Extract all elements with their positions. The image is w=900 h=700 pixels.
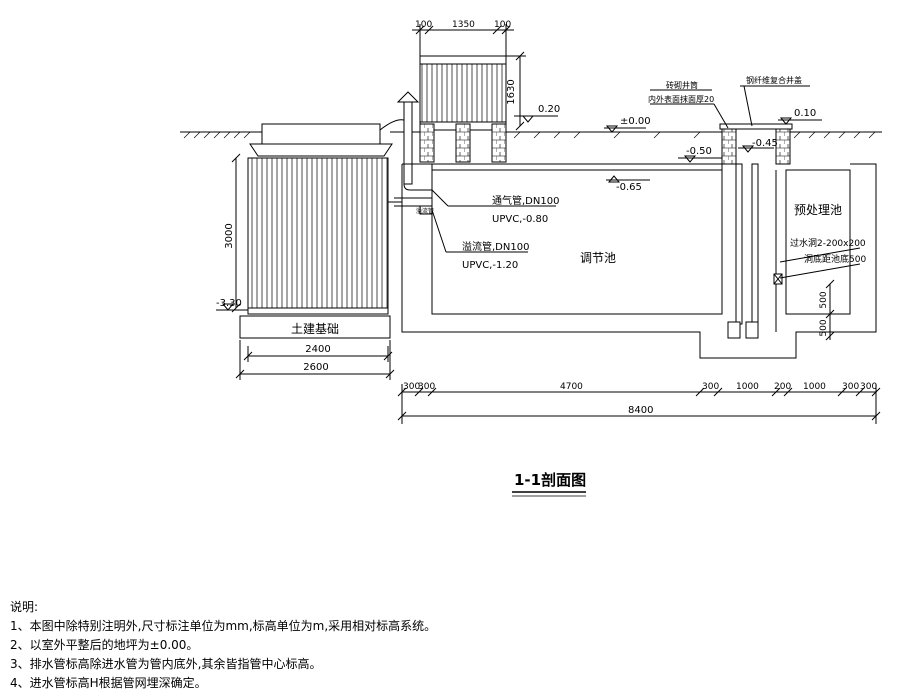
bottom-dim-1: 300: [418, 382, 435, 392]
civil-foundation-label: 土建基础: [291, 322, 339, 336]
note-item: 4、进水管标高H根据管网埋深确定。: [10, 676, 207, 690]
bottom-dim-2: 4700: [560, 382, 583, 392]
vent-pipe-label: 通气管,DN100: [492, 194, 559, 207]
top-dimension-line: [412, 24, 514, 56]
overflow-pipe-spec: UPVC,-1.20: [462, 260, 518, 271]
notes-heading: 说明:: [10, 600, 39, 614]
top-equipment: [419, 55, 507, 163]
elevation-marker-ground: ±0.00: [604, 116, 651, 133]
pump-risers: [727, 163, 759, 339]
bottom-dim-5: 200: [774, 382, 791, 392]
overflow-pipe-tag: 溢流管: [416, 207, 434, 215]
right-dim-b: 500: [819, 319, 829, 336]
svg-text:0.10: 0.10: [794, 108, 816, 119]
bottom-dim-0: 300: [403, 382, 420, 392]
bottom-dimension-chain: [397, 384, 881, 424]
section-title: 1-1剖面图: [514, 471, 586, 489]
dimension-1630: [506, 51, 526, 131]
bottom-dim-4: 1000: [736, 382, 759, 392]
dimension-3000-label: 3000: [224, 223, 235, 248]
bottom-dim-3: 300: [702, 382, 719, 392]
bottom-dim-6: 1000: [803, 382, 826, 392]
left-buried-unit: [247, 123, 393, 315]
water-hole-label: 过水洞2-200x200: [790, 237, 866, 249]
pretreatment-tank-label: 预处理池: [794, 203, 842, 217]
svg-text:-0.50: -0.50: [686, 146, 712, 157]
vent-pipe: [379, 91, 432, 207]
ground-line: [180, 131, 882, 139]
dimension-2600-label: 2600: [303, 362, 328, 373]
note-item: 2、以室外平整后的地坪为±0.00。: [10, 638, 199, 652]
hole-bottom-label: 洞底距池底500: [804, 253, 866, 265]
brick-well: [719, 123, 793, 165]
vent-pipe-callout: [431, 189, 556, 207]
top-dim-mid: 1350: [452, 20, 475, 30]
dimension-base: [235, 340, 395, 380]
regulating-tank: [401, 163, 877, 359]
dimension-3000: [231, 153, 241, 313]
elevation-marker-010: 0.10: [778, 108, 822, 125]
plaster-label: 内外表面抹面厚20: [648, 94, 714, 104]
note-item: 3、排水管标高除进水管为管内底外,其余皆指管中心标高。: [10, 657, 322, 671]
svg-text:-3.30: -3.30: [216, 298, 242, 309]
pretreatment-tank: [773, 169, 851, 332]
bottom-dim-8: 300: [860, 382, 877, 392]
dimension-2400-label: 2400: [305, 344, 330, 355]
svg-text:-0.45: -0.45: [752, 138, 778, 149]
vent-pipe-spec: UPVC,-0.80: [492, 214, 548, 225]
bottom-dim-total: 8400: [628, 405, 653, 416]
elevation-marker-neg050: -0.50: [678, 146, 722, 163]
overflow-pipe-callout: [431, 209, 528, 253]
brick-well-label: 砖砌井筒: [666, 80, 698, 90]
svg-text:±0.00: ±0.00: [620, 116, 651, 127]
right-dimensions: [825, 279, 835, 341]
well-callouts: [650, 85, 810, 129]
design-notes: 说明: 1、本图中除特别注明外,尺寸标注单位为mm,标高单位为m,采用相对标高系…: [10, 598, 890, 693]
elevation-marker-neg045: -0.45: [738, 138, 778, 153]
elevation-marker-neg330: -3.30: [216, 298, 248, 311]
civil-foundation: [239, 315, 391, 339]
svg-text:0.20: 0.20: [538, 104, 560, 115]
regulating-tank-label: 调节池: [580, 251, 616, 265]
svg-text:-0.65: -0.65: [616, 182, 642, 193]
top-dim-right: 100: [494, 20, 511, 30]
right-dim-a: 500: [819, 291, 829, 308]
water-hole-callout: [779, 247, 861, 279]
overflow-pipe-label: 溢流管,DN100: [462, 240, 529, 253]
note-item: 1、本图中除特别注明外,尺寸标注单位为mm,标高单位为m,采用相对标高系统。: [10, 619, 437, 633]
dimension-1630-label: 1630: [506, 79, 517, 104]
bottom-dim-7: 300: [842, 382, 859, 392]
elevation-marker-neg065: -0.65: [606, 175, 650, 193]
well-cover-label: 钢纤维复合井盖: [746, 75, 802, 85]
elevation-marker-020: 0.20: [514, 104, 560, 123]
top-dim-left: 100: [415, 20, 432, 30]
